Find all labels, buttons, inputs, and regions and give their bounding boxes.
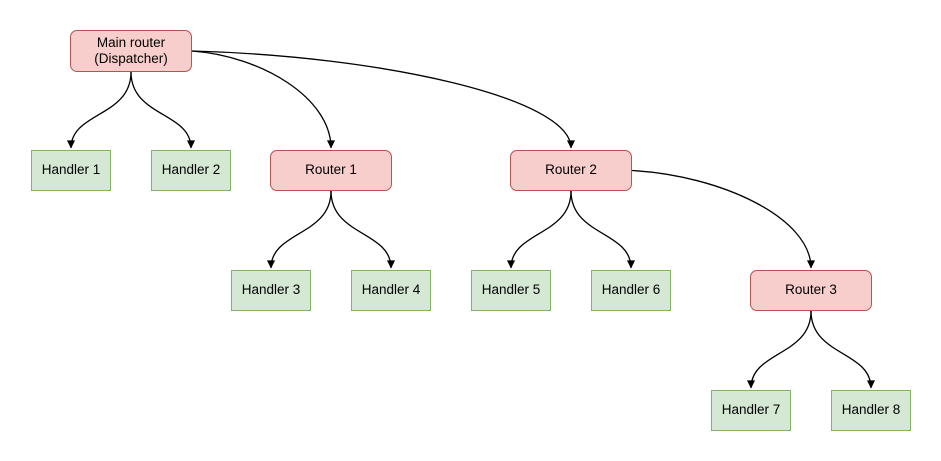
node-label: Handler 7 (721, 402, 781, 418)
edge-router-3-to-handler-8 (810, 310, 876, 389)
node-handler-1[interactable]: Handler 1 (31, 150, 111, 191)
node-label: Handler 4 (361, 282, 421, 298)
node-handler-6[interactable]: Handler 6 (591, 270, 671, 311)
node-handler-5[interactable]: Handler 5 (471, 270, 551, 311)
node-label: Handler 5 (481, 282, 541, 298)
node-label: Handler 6 (601, 282, 661, 298)
node-handler-7[interactable]: Handler 7 (711, 390, 791, 431)
edge-router-3-to-handler-7 (746, 310, 812, 389)
node-router-3[interactable]: Router 3 (750, 270, 872, 311)
edge-main-router-to-handler-2 (130, 71, 196, 149)
node-label: Main router (Dispatcher) (94, 34, 168, 66)
node-handler-4[interactable]: Handler 4 (351, 270, 431, 311)
node-label: Handler 2 (161, 162, 221, 178)
edge-router-2-to-handler-6 (570, 190, 636, 269)
edge-main-router-to-router-1 (191, 50, 336, 149)
node-label: Router 2 (545, 162, 597, 178)
node-label: Handler 1 (41, 162, 101, 178)
node-router-2[interactable]: Router 2 (510, 150, 632, 191)
node-router-1[interactable]: Router 1 (270, 150, 392, 191)
edge-main-router-to-router-2 (191, 50, 576, 149)
node-label: Router 1 (305, 162, 357, 178)
node-label: Router 3 (785, 282, 837, 298)
node-handler-2[interactable]: Handler 2 (151, 150, 231, 191)
node-label: Handler 8 (841, 402, 901, 418)
edge-router-2-to-router-3 (631, 169, 816, 269)
node-label: Handler 3 (241, 282, 301, 298)
edge-router-1-to-handler-4 (330, 190, 396, 269)
node-handler-3[interactable]: Handler 3 (231, 270, 311, 311)
edge-main-router-to-handler-1 (66, 71, 132, 149)
edge-router-1-to-handler-3 (266, 190, 332, 269)
edge-router-2-to-handler-5 (506, 190, 572, 269)
node-main-router[interactable]: Main router (Dispatcher) (70, 30, 192, 72)
node-handler-8[interactable]: Handler 8 (831, 390, 911, 431)
